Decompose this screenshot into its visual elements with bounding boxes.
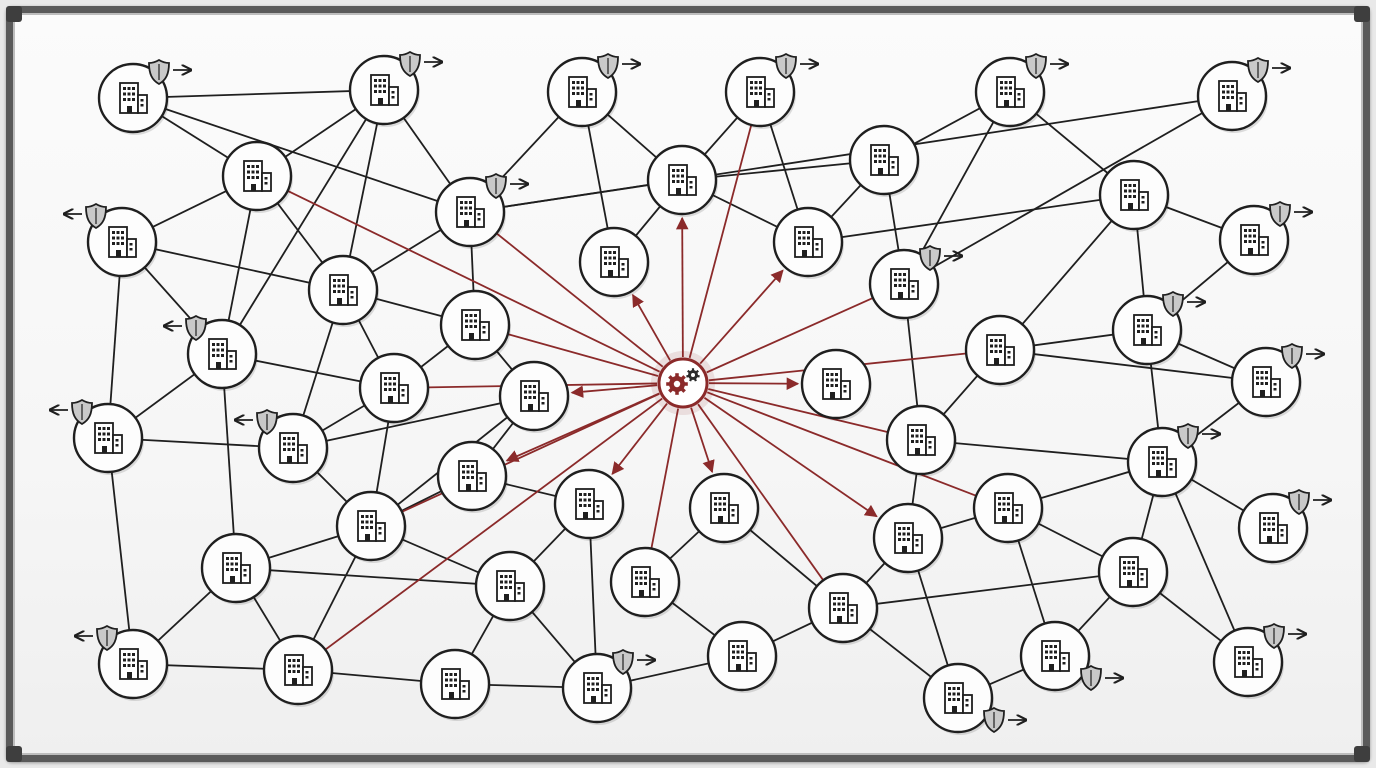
- building-node: [553, 468, 625, 541]
- hub-link: [324, 397, 663, 651]
- building-node: [706, 620, 778, 693]
- network-link: [132, 97, 471, 213]
- hub-link: [706, 297, 874, 374]
- hub-link: [706, 391, 977, 497]
- building-node: [578, 226, 650, 299]
- hub-link: [708, 388, 889, 433]
- shield-icon: [983, 707, 1005, 733]
- network-link: [1161, 461, 1249, 663]
- shield-icon: [1080, 665, 1102, 691]
- hub-link: [650, 408, 680, 549]
- building-node: [64, 203, 158, 279]
- building-node: [807, 572, 879, 645]
- building-node: [235, 409, 329, 485]
- hub-link: [690, 407, 715, 474]
- hub-link: [675, 216, 689, 358]
- building-node: [436, 440, 508, 513]
- network-link: [221, 89, 385, 355]
- building-node: [1098, 159, 1170, 232]
- network-link: [235, 567, 511, 587]
- network-link: [999, 349, 1267, 383]
- building-node: [724, 53, 818, 129]
- building-node: [419, 648, 491, 721]
- building-node: [922, 662, 1026, 735]
- hub-link: [697, 403, 825, 581]
- building-node: [646, 144, 718, 217]
- building-node: [262, 634, 334, 707]
- building-node: [546, 53, 640, 129]
- network-link: [132, 89, 385, 99]
- building-node: [964, 314, 1036, 387]
- hub-link: [570, 384, 658, 398]
- building-node: [434, 173, 528, 249]
- hub-link: [699, 269, 784, 365]
- network-link: [292, 395, 535, 449]
- frame-corner: [6, 6, 22, 22]
- building-node: [221, 140, 293, 213]
- hub-link: [611, 402, 668, 475]
- frame-corner: [6, 746, 22, 762]
- building-node: [974, 53, 1068, 129]
- frame-corner: [1354, 6, 1370, 22]
- hub-link: [495, 232, 664, 368]
- gears-icon: [666, 373, 688, 395]
- hub-link: [507, 333, 659, 377]
- network-link: [221, 353, 237, 569]
- hub-link: [708, 377, 800, 390]
- network-link: [920, 439, 1163, 463]
- building-node: [474, 550, 546, 623]
- building-node: [561, 649, 655, 725]
- building-node: [1111, 291, 1205, 367]
- building-node: [439, 289, 511, 362]
- building-node: [868, 245, 962, 321]
- building-node: [772, 206, 844, 279]
- building-node: [800, 348, 872, 421]
- network-link: [807, 194, 1135, 243]
- building-node: [1237, 489, 1331, 565]
- building-node: [164, 315, 258, 391]
- hub-link: [632, 293, 671, 361]
- building-node: [200, 532, 272, 605]
- hub-link: [287, 190, 661, 373]
- building-node: [335, 490, 407, 563]
- building-node: [358, 352, 430, 425]
- frame-corner: [1354, 746, 1370, 762]
- building-node: [75, 625, 169, 701]
- building-node: [1019, 620, 1123, 693]
- hub-link: [688, 124, 753, 359]
- network-nodes: [50, 51, 1331, 735]
- building-node: [872, 502, 944, 575]
- building-node: [1126, 423, 1220, 499]
- building-node: [688, 472, 760, 545]
- building-node: [609, 546, 681, 619]
- network-link: [842, 571, 1134, 609]
- central-hub: [651, 351, 715, 415]
- network-link: [107, 437, 134, 665]
- building-node: [1218, 201, 1312, 277]
- building-node: [885, 404, 957, 477]
- hub-link: [703, 397, 878, 518]
- building-node: [1097, 536, 1169, 609]
- building-node: [498, 360, 570, 433]
- building-node: [307, 254, 379, 327]
- building-node: [972, 472, 1044, 545]
- building-node: [848, 124, 920, 197]
- network-link: [121, 241, 344, 291]
- building-node: [50, 399, 144, 475]
- network-link: [469, 179, 683, 213]
- building-node: [1230, 343, 1324, 419]
- building-node: [348, 51, 442, 127]
- building-node: [1212, 623, 1306, 699]
- building-node: [1196, 57, 1290, 133]
- small-gear-icon: [686, 368, 700, 382]
- building-node: [97, 59, 191, 135]
